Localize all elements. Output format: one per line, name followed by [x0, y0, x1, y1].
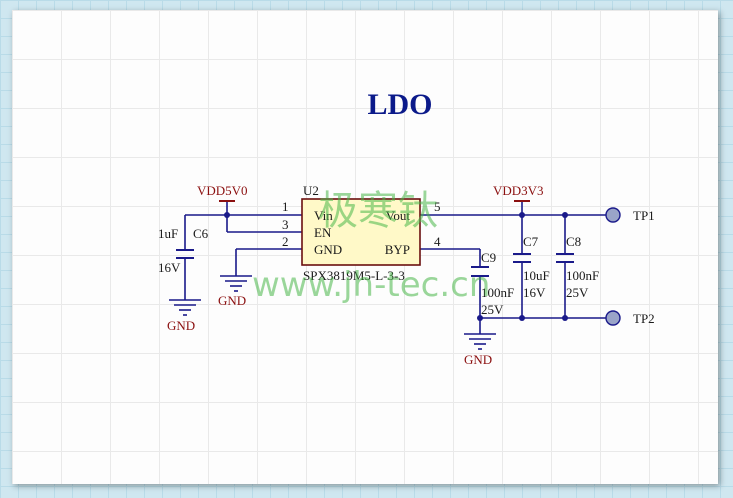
c6-value: 1uF: [158, 226, 178, 241]
c8-voltage: 25V: [566, 285, 589, 300]
pin-number-4: 4: [434, 234, 441, 249]
vdd3v3-label: VDD3V3: [493, 183, 544, 198]
tp1-pad[interactable]: [605, 207, 621, 223]
ground-symbol-output: [464, 333, 496, 350]
c7-value: 10uF: [523, 268, 550, 283]
u2-part-number: SPX3819M5-L-3-3: [303, 268, 405, 283]
u2-ref: U2: [303, 183, 319, 198]
pin-number-3: 3: [282, 217, 289, 232]
junction-dot: [477, 315, 483, 321]
pin-label-vin: Vin: [314, 208, 333, 223]
junction-dot: [224, 212, 230, 218]
c8-value: 100nF: [566, 268, 599, 283]
c6-ref: C6: [193, 226, 209, 241]
watermark-cn: 极寒钛: [318, 188, 438, 234]
c7-voltage: 16V: [523, 285, 546, 300]
c6-voltage: 16V: [158, 260, 181, 275]
testpoints: [605, 207, 621, 326]
c9-ref: C9: [481, 250, 496, 265]
ground-symbol-c6: [169, 299, 201, 316]
junction-dot: [562, 212, 568, 218]
c9-value: 100nF: [481, 285, 514, 300]
junction-dot: [562, 315, 568, 321]
c7-ref: C7: [523, 234, 539, 249]
pin-number-2: 2: [282, 234, 289, 249]
junctions: [224, 212, 568, 321]
pin-number-5: 5: [434, 199, 441, 214]
ground-symbols: [169, 275, 496, 350]
pin-number-1: 1: [282, 199, 289, 214]
vdd5v0-label: VDD5V0: [197, 183, 248, 198]
pin-label-vout: Vout: [386, 208, 411, 223]
c9-voltage: 25V: [481, 302, 504, 317]
gnd-label-c6: GND: [167, 318, 195, 333]
junction-dot: [519, 315, 525, 321]
capacitor-plates: [176, 249, 574, 277]
tp2-pad[interactable]: [605, 310, 621, 326]
tp1-label: TP1: [633, 208, 655, 223]
schematic-sheet: [12, 10, 718, 484]
gnd-label-u2: GND: [218, 293, 246, 308]
schematic-title: LDO: [367, 88, 432, 121]
watermark-url: www.jh-tec.cn: [252, 265, 490, 305]
pin-label-byp: BYP: [385, 242, 410, 257]
gnd-label-output: GND: [464, 352, 492, 367]
pin-label-gnd: GND: [314, 242, 342, 257]
junction-dot: [519, 212, 525, 218]
ground-symbol-u2: [220, 275, 252, 292]
pin-label-en: EN: [314, 225, 332, 240]
tp2-label: TP2: [633, 311, 655, 326]
u2-chip-body: [301, 198, 421, 266]
c8-ref: C8: [566, 234, 581, 249]
